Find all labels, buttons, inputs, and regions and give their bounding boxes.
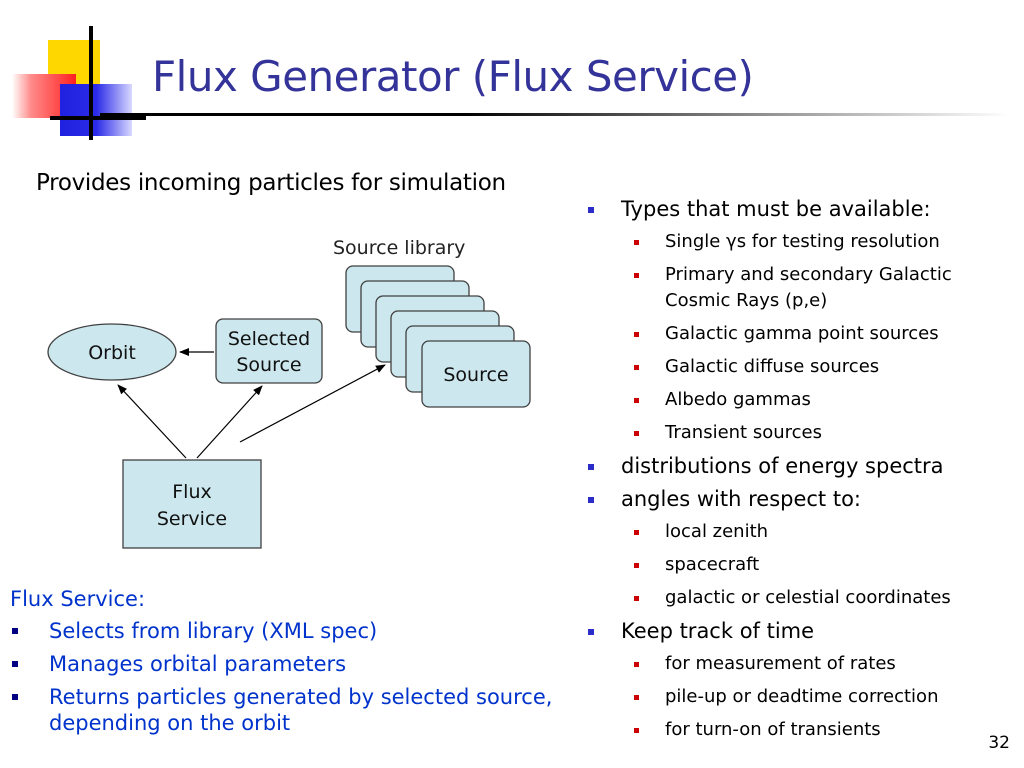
list-item-text: Keep track of time: [621, 619, 815, 643]
bullet-square-icon: [634, 431, 639, 436]
sub-list-item: galactic or celestial coordinates: [580, 585, 1020, 611]
sub-item-text: spacecraft: [665, 554, 760, 575]
bullet-square-icon: [634, 240, 639, 245]
bullet-square-icon: [588, 464, 594, 470]
list-item-text: distributions of energy spectra: [621, 454, 944, 478]
sub-list-item: Primary and secondary Galactic Cosmic Ra…: [580, 262, 1020, 314]
sub-item-text: for measurement of rates: [665, 653, 896, 674]
selected-source-label-line1: Selected: [228, 328, 310, 350]
flux-diagram: Source library Source Selected Source Or…: [47, 237, 531, 549]
list-item-text: Manages orbital parameters: [49, 652, 347, 676]
bullet-square-icon: [12, 694, 18, 700]
list-item-text: angles with respect to:: [621, 487, 862, 511]
bullet-square-icon: [634, 332, 639, 337]
bullet-square-icon: [634, 273, 639, 278]
source-stack: Source: [345, 265, 531, 408]
sub-list-item: Transient sources: [580, 420, 1020, 446]
sub-item-text: galactic or celestial coordinates: [665, 587, 951, 608]
list-item: distributions of energy spectra: [580, 453, 1020, 479]
list-item: Selects from library (XML spec): [10, 618, 600, 644]
arrow-flux-to-library: [239, 364, 386, 443]
sub-list-item: pile-up or deadtime correction: [580, 684, 1020, 710]
slide-subtitle: Provides incoming particles for simulati…: [36, 170, 506, 196]
bullet-square-icon: [634, 398, 639, 403]
logo-vertical-line: [89, 26, 93, 140]
sub-item-text: Galactic diffuse sources: [665, 356, 880, 377]
sub-item-text: Albedo gammas: [665, 389, 811, 410]
list-item: Keep track of time: [580, 618, 1020, 644]
source-label: Source: [443, 364, 508, 386]
bullet-square-icon: [634, 662, 639, 667]
list-item: Returns particles generated by selected …: [10, 684, 600, 736]
orbit-node: [47, 323, 177, 381]
bullet-square-icon: [12, 661, 18, 667]
list-item-text: Types that must be available:: [621, 197, 931, 221]
arrow-flux-to-orbit: [117, 384, 187, 459]
sub-item-text: Primary and secondary Galactic Cosmic Ra…: [665, 264, 952, 311]
logo-blue-square: [60, 84, 132, 136]
bullet-square-icon: [588, 629, 594, 635]
bullet-square-icon: [634, 728, 639, 733]
arrow-flux-to-selected: [196, 385, 263, 459]
bullet-square-icon: [634, 530, 639, 535]
flux-service-label-line2: Service: [157, 508, 227, 530]
sub-list-item: Albedo gammas: [580, 387, 1020, 413]
sub-item-text: pile-up or deadtime correction: [665, 686, 939, 707]
bullet-square-icon: [588, 207, 594, 213]
requirements-list: Types that must be available: Single γs …: [580, 196, 1020, 743]
list-item-text: Returns particles generated by selected …: [49, 685, 553, 735]
sub-list-item: Galactic diffuse sources: [580, 354, 1020, 380]
list-item: angles with respect to:: [580, 486, 1020, 512]
selected-source-label-line2: Source: [236, 354, 301, 376]
bullet-square-icon: [588, 497, 594, 503]
bullet-square-icon: [634, 695, 639, 700]
sub-item-text: local zenith: [665, 521, 769, 542]
sub-list-item: local zenith: [580, 519, 1020, 545]
orbit-label: Orbit: [88, 342, 136, 364]
sub-item-text: Single γs for testing resolution: [665, 231, 940, 252]
sub-item-text: Galactic gamma point sources: [665, 323, 939, 344]
list-item: Types that must be available:: [580, 196, 1020, 222]
bullet-square-icon: [634, 365, 639, 370]
source-library-label: Source library: [333, 237, 465, 259]
sub-list-item: for measurement of rates: [580, 651, 1020, 677]
sub-list-item: for turn-on of transients: [580, 717, 1020, 743]
logo-horizontal-line: [50, 116, 146, 120]
flux-service-node: [122, 459, 262, 549]
slide-title: Flux Generator (Flux Service): [152, 52, 754, 101]
sub-item-text: Transient sources: [665, 422, 822, 443]
sub-list-item: spacecraft: [580, 552, 1020, 578]
list-item: Manages orbital parameters: [10, 651, 600, 677]
selected-source-node: [215, 318, 323, 384]
sub-list-item: Single γs for testing resolution: [580, 229, 1020, 255]
sub-item-text: for turn-on of transients: [665, 719, 881, 740]
title-underline: [100, 113, 1010, 116]
sub-list-item: Galactic gamma point sources: [580, 321, 1020, 347]
bullet-square-icon: [12, 628, 18, 634]
list-item-text: Selects from library (XML spec): [49, 619, 378, 643]
source-card-front: [421, 340, 531, 408]
bullet-square-icon: [634, 563, 639, 568]
page-number: 32: [988, 733, 1010, 753]
flux-service-heading: Flux Service:: [10, 587, 146, 611]
flux-service-list: Selects from library (XML spec) Manages …: [10, 618, 600, 743]
flux-service-label-line1: Flux: [172, 481, 212, 503]
bullet-square-icon: [634, 596, 639, 601]
